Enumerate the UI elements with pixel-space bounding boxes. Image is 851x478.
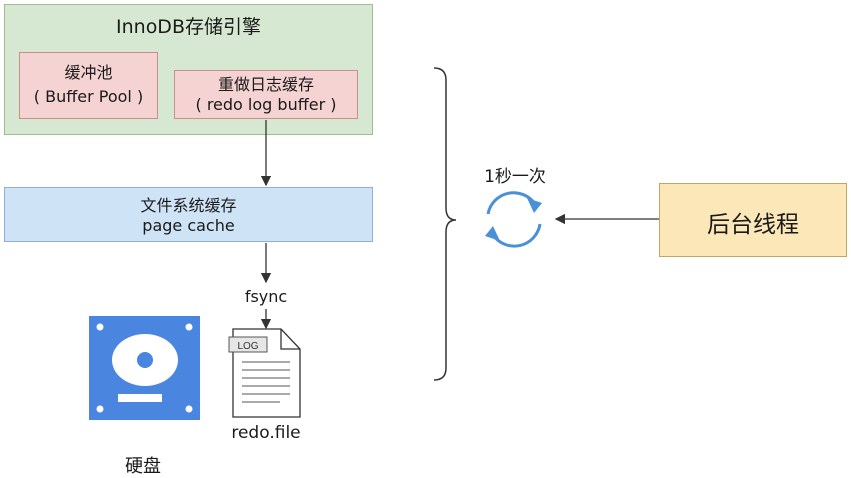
page-cache-box <box>4 187 373 242</box>
log-file-icon: LOG <box>228 328 301 418</box>
redo-log-buffer-sublabel: ( redo log buffer ) <box>195 95 337 114</box>
buffer-pool-label: 缓冲池 <box>64 63 113 82</box>
fsync-label: fsync <box>244 287 288 306</box>
refresh-icon <box>486 191 542 248</box>
background-thread-label: 后台线程 <box>707 212 799 238</box>
log-file-tag: LOG <box>237 341 258 352</box>
buffer-pool-box <box>19 52 158 119</box>
refresh-icon-arrowhead-bottom <box>485 226 500 241</box>
hard-disk-icon <box>89 316 200 420</box>
redo-log-buffer-box <box>174 70 358 119</box>
refresh-icon-arrowhead-top <box>527 198 542 213</box>
innodb-title: InnoDB存储引擎 <box>116 16 261 38</box>
background-thread-box <box>659 183 847 257</box>
redo-log-buffer-label: 重做日志缓存 <box>217 75 314 94</box>
page-cache-sublabel: page cache <box>142 216 235 235</box>
redo-file-label: redo.file <box>231 423 301 443</box>
buffer-pool-sublabel: ( Buffer Pool ) <box>33 87 144 106</box>
sync-period-label: 1秒一次 <box>484 167 546 187</box>
curly-brace <box>433 67 457 381</box>
page-cache-label: 文件系统缓存 <box>140 196 237 215</box>
